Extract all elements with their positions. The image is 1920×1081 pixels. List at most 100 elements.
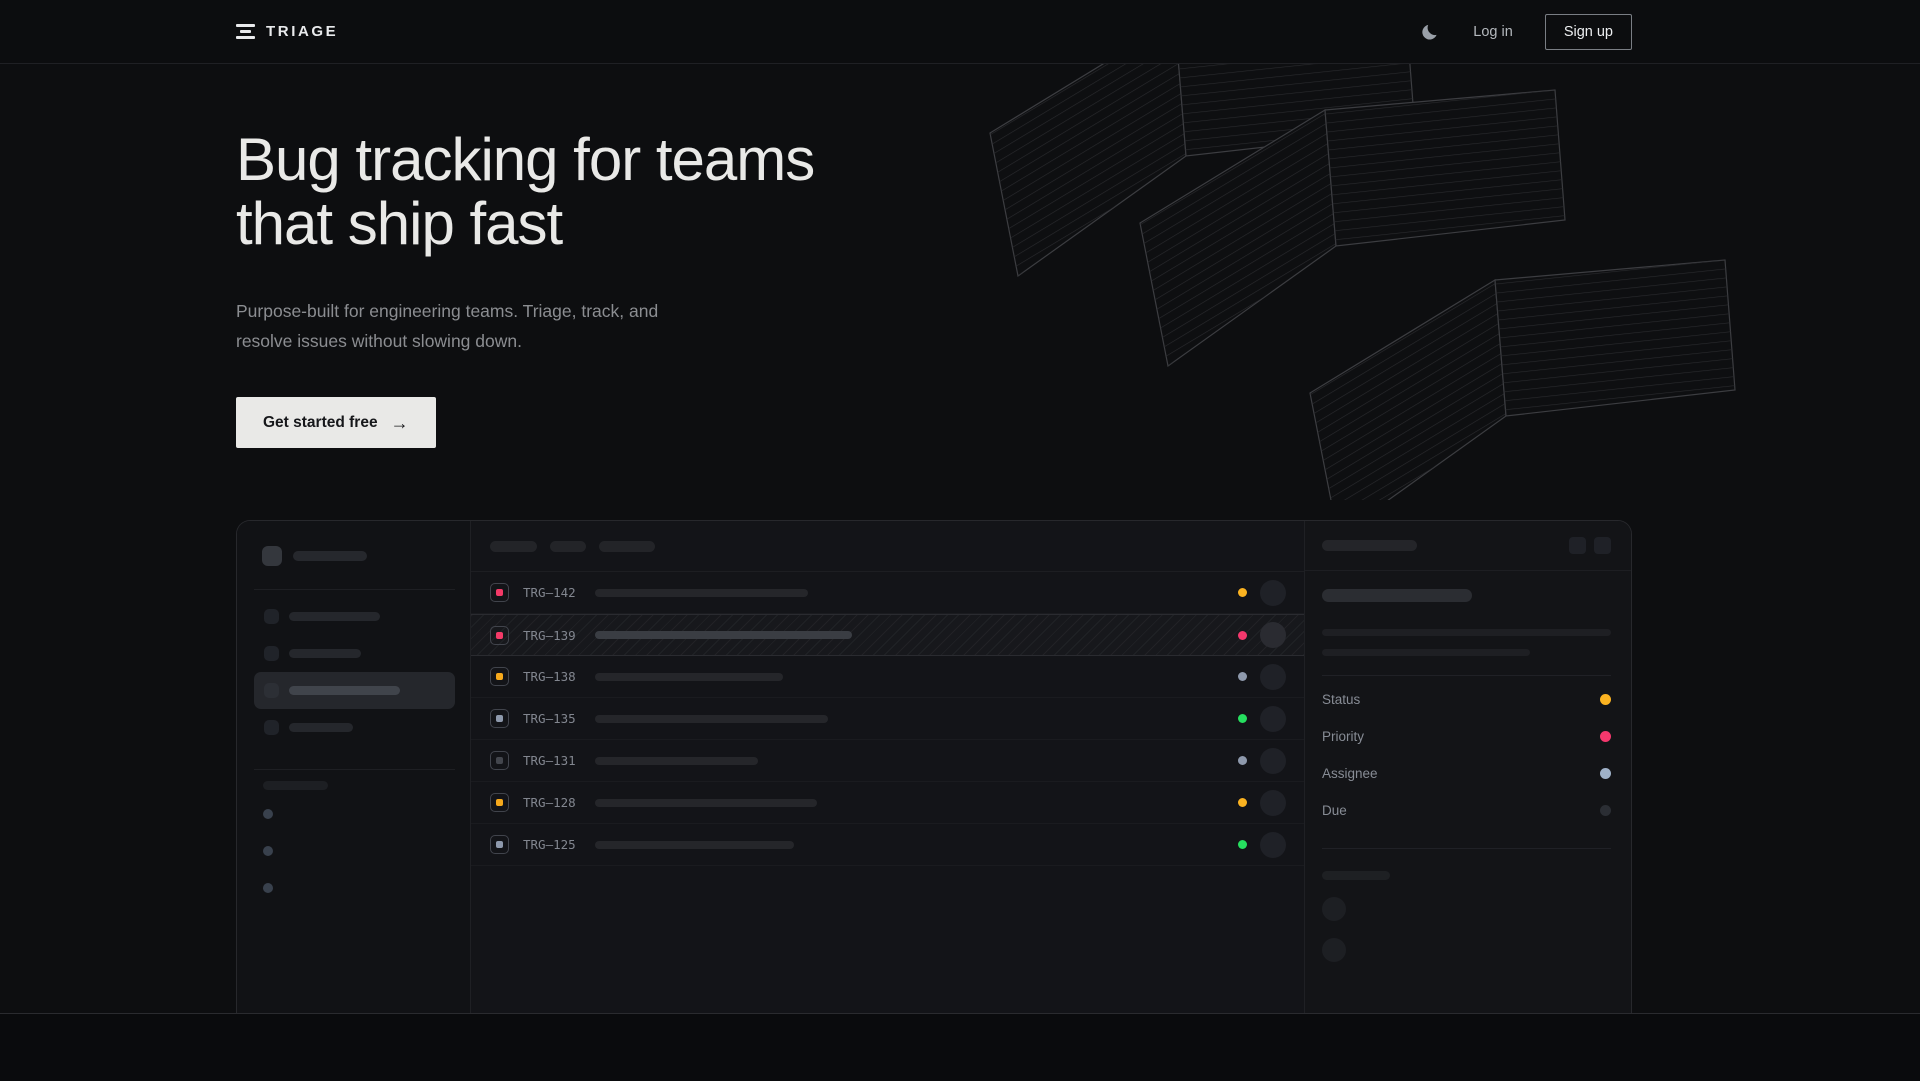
activity-avatar	[1322, 938, 1346, 962]
app-preview-panel: TRG–142 TRG–139 TRG–138 TRG–135 TRG–131	[236, 520, 1632, 1020]
sidebar-item-icon	[264, 646, 279, 661]
brand-name: TRIAGE	[266, 23, 339, 40]
panel-control-icon	[1569, 537, 1586, 554]
issue-assignee-avatar	[1260, 579, 1286, 606]
issue-assignee-avatar	[1260, 789, 1286, 816]
mock-sidebar-nav	[237, 590, 470, 746]
top-nav: TRIAGE Log in Sign up	[0, 0, 1920, 64]
issue-status-dot	[1238, 630, 1247, 640]
workspace-name-skeleton	[293, 551, 367, 561]
issue-assignee-avatar	[1260, 622, 1286, 648]
sidebar-item-skeleton	[289, 649, 361, 658]
issue-row: TRG–138	[471, 656, 1304, 698]
detail-header-skeleton	[1322, 540, 1417, 551]
divider	[254, 589, 455, 590]
issue-status-dot	[1238, 714, 1247, 723]
get-started-label: Get started free	[263, 413, 378, 431]
sidebar-item-skeleton	[289, 723, 353, 732]
issue-row: TRG–131	[471, 740, 1304, 782]
sidebar-item	[254, 635, 455, 672]
issue-rows: TRG–142 TRG–139 TRG–138 TRG–135 TRG–131	[471, 572, 1304, 866]
detail-fields: Status Priority Assignee Due	[1322, 681, 1611, 829]
issue-list-header	[471, 521, 1304, 572]
issue-assignee-avatar	[1260, 747, 1286, 774]
detail-panel-body: Status Priority Assignee Due	[1305, 571, 1631, 962]
field-value-dot	[1600, 731, 1611, 742]
field-label: Status	[1322, 692, 1361, 707]
issue-id: TRG–139	[523, 627, 576, 643]
issue-id: TRG–128	[523, 795, 576, 810]
issue-title-skeleton	[595, 798, 817, 807]
mock-sidebar	[237, 521, 471, 1020]
workspace-avatar	[262, 546, 282, 566]
sidebar-item	[254, 709, 455, 746]
arrow-right-icon: →	[390, 412, 409, 433]
issue-title-skeleton	[1322, 589, 1472, 602]
divider	[1322, 675, 1611, 676]
detail-panel-header	[1305, 521, 1631, 571]
issue-type-icon	[490, 625, 509, 645]
field-label: Assignee	[1322, 766, 1378, 781]
issue-status-dot	[1238, 588, 1247, 597]
issue-assignee-avatar	[1260, 663, 1286, 690]
issue-row: TRG–139	[471, 614, 1304, 656]
field-value-dot	[1600, 768, 1611, 779]
filter-pill-skeleton	[550, 540, 586, 552]
issue-id: TRG–131	[523, 753, 576, 768]
get-started-button[interactable]: Get started free →	[236, 397, 436, 448]
issue-title-skeleton	[595, 588, 808, 597]
issue-title-skeleton	[595, 672, 783, 681]
description-skeleton	[1322, 649, 1531, 656]
sidebar-item-skeleton	[289, 612, 380, 621]
mock-detail-panel: Status Priority Assignee Due	[1305, 521, 1631, 1020]
detail-field-row: Status	[1322, 681, 1611, 718]
issue-title-skeleton	[595, 756, 758, 765]
hero-section: Bug tracking for teams that ship fast Pu…	[236, 126, 815, 448]
hero-subheading: Purpose-built for engineering teams. Tri…	[236, 301, 659, 351]
issue-row: TRG–142	[471, 572, 1304, 614]
next-section-band	[0, 1013, 1920, 1081]
issue-row: TRG–135	[471, 698, 1304, 740]
issue-title-skeleton	[595, 631, 852, 639]
detail-field-row: Priority	[1322, 718, 1611, 755]
detail-window-controls	[1569, 537, 1611, 554]
sidebar-item-icon	[264, 683, 279, 698]
sidebar-dot-list	[263, 809, 470, 893]
field-label: Due	[1322, 803, 1347, 818]
issue-id: TRG–135	[523, 711, 576, 726]
issue-type-icon	[490, 751, 509, 770]
activity-avatar	[1322, 897, 1346, 921]
login-link[interactable]: Log in	[1473, 23, 1513, 40]
issue-type-icon	[490, 667, 509, 686]
issue-row: TRG–125	[471, 824, 1304, 866]
description-skeleton	[1322, 629, 1611, 636]
sidebar-section-label-skeleton	[263, 781, 470, 790]
dot	[263, 883, 273, 893]
filter-pill-skeleton	[490, 540, 537, 552]
issue-status-dot	[1238, 798, 1247, 807]
issue-status-dot	[1238, 672, 1247, 681]
hero-heading: Bug tracking for teams that ship fast	[236, 126, 815, 257]
sidebar-item-active	[254, 672, 455, 709]
theme-toggle-button[interactable]	[1421, 22, 1441, 42]
signup-button[interactable]: Sign up	[1544, 13, 1632, 50]
issue-type-icon	[490, 583, 509, 602]
mock-workspace-row	[237, 521, 470, 566]
activity-label-skeleton	[1322, 871, 1390, 880]
issue-title-skeleton	[595, 714, 828, 723]
sidebar-item-icon	[264, 609, 279, 624]
issue-id: TRG–142	[523, 585, 576, 600]
issue-assignee-avatar	[1260, 705, 1286, 732]
moon-icon	[1422, 24, 1437, 40]
nav-actions: Log in Sign up	[1421, 13, 1632, 50]
panel-control-icon	[1594, 537, 1611, 554]
issue-type-icon	[490, 709, 509, 728]
dot	[263, 846, 273, 856]
sidebar-item-skeleton	[289, 686, 400, 695]
issue-id: TRG–125	[523, 837, 576, 852]
sidebar-item	[254, 598, 455, 635]
triage-logo-icon	[236, 24, 255, 39]
sidebar-item-icon	[264, 720, 279, 735]
divider	[1322, 848, 1611, 849]
issue-type-icon	[490, 835, 509, 854]
